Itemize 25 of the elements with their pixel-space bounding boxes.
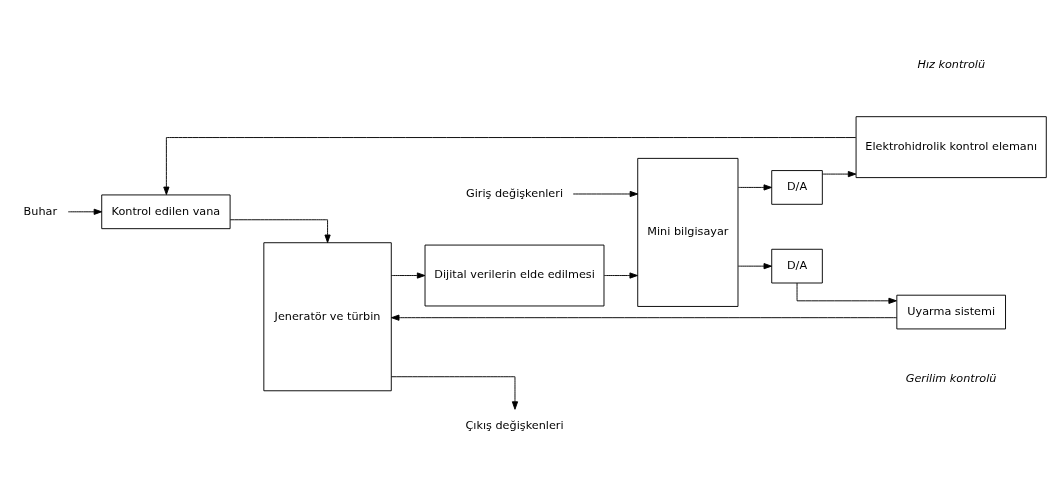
label: Hız kontrolü [917,57,986,71]
arrow [822,170,857,177]
node-text: Buhar [23,204,58,218]
node-text: Giriş değişkenleri [465,186,564,200]
label: Gerilim kontrolü [905,371,997,384]
arrow [391,375,519,410]
arrow [163,136,857,195]
node-box: D/A [771,169,823,205]
node-box: Elektrohidrolik kontrol elemanı [855,115,1047,178]
arrow [390,271,426,279]
arrow [737,262,772,269]
arrow [737,183,772,191]
node-box: Dijital verilerin elde edilmesi [424,244,605,306]
node-box: D/A [771,248,823,283]
arrow [603,271,638,279]
node-box: Mini bilgisayar [637,157,739,307]
node-box: Kontrol edilen vana [101,193,231,229]
arrow [796,282,897,304]
node-box: Uyarma sistemi [896,294,1006,329]
node-box: Jeneratör ve türbin [263,241,392,391]
arrow [229,218,331,243]
arrow [391,314,898,321]
arrow [67,208,103,215]
node-text: Çıkış değişkenleri [465,418,564,432]
arrow [572,190,639,197]
